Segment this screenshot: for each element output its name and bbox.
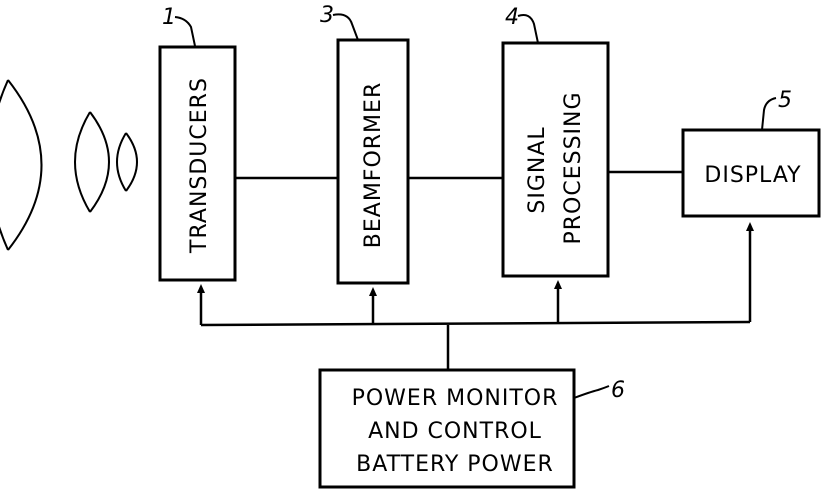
block-transducers: TRANSDUCERS 1	[160, 5, 235, 280]
beamformer-ref-number: 3	[320, 3, 334, 28]
power-bus-wire	[201, 322, 750, 325]
wave-medium-right-arc	[90, 112, 109, 212]
wave-large-left-arc	[0, 80, 8, 250]
power-monitor-label-line3: BATTERY POWER	[356, 452, 554, 477]
wave-small-right-arc	[126, 133, 137, 191]
transducers-ref-number: 1	[162, 5, 176, 30]
power-monitor-ref-number: 6	[611, 378, 625, 403]
display-ref-leader	[762, 98, 776, 130]
block-beamformer: BEAMFORMER 3	[320, 3, 408, 283]
beamformer-label: BEAMFORMER	[361, 82, 386, 248]
transducers-ref-leader	[175, 17, 195, 46]
signal-processing-box	[503, 43, 608, 276]
block-display: DISPLAY 5	[683, 88, 819, 216]
power-monitor-label-line2: AND CONTROL	[368, 419, 542, 444]
signal-processing-ref-leader	[518, 15, 538, 43]
signal-processing-label-line1: SIGNAL	[525, 126, 550, 213]
signal-processing-label-line2: PROCESSING	[561, 91, 586, 244]
signal-processing-ref-number: 4	[505, 5, 519, 30]
wave-large-right-arc	[8, 80, 42, 250]
wave-medium-left-arc	[75, 112, 90, 212]
display-ref-number: 5	[778, 88, 792, 113]
power-monitor-label-line1: POWER MONITOR	[352, 386, 559, 411]
wave-small-left-arc	[117, 133, 126, 191]
beamformer-ref-leader	[333, 14, 358, 40]
block-signal-processing: SIGNAL PROCESSING 4	[503, 5, 608, 276]
ultrasound-wave-icon	[0, 80, 137, 250]
block-power-monitor: POWER MONITOR AND CONTROL BATTERY POWER …	[320, 370, 625, 487]
transducers-label: TRANSDUCERS	[187, 77, 212, 254]
display-label: DISPLAY	[704, 163, 801, 188]
power-monitor-ref-leader	[574, 386, 609, 398]
